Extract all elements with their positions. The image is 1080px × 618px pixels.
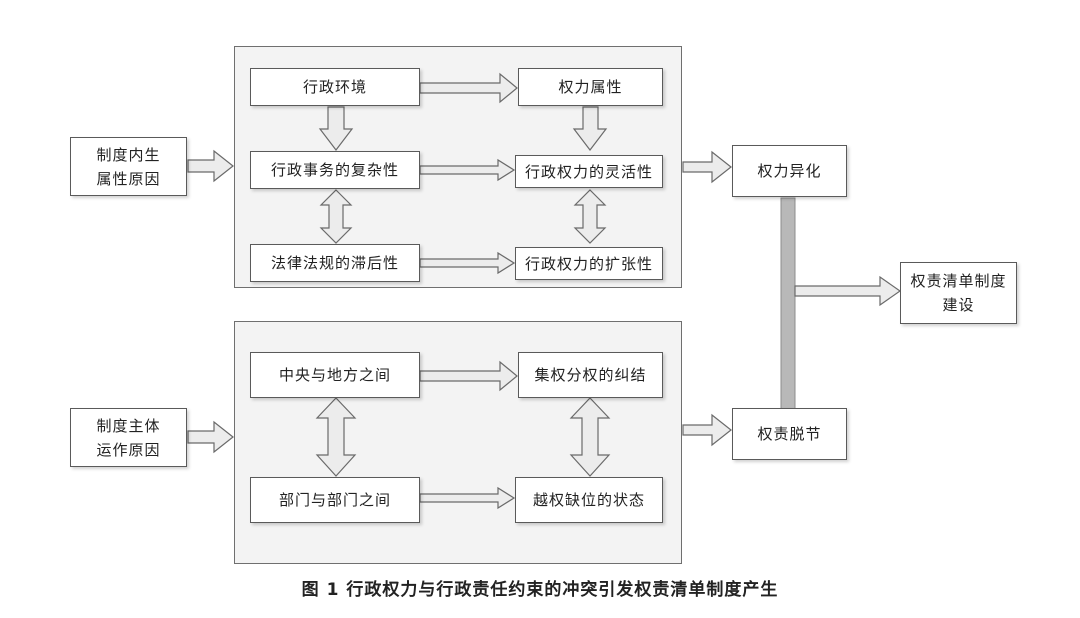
arrow-input-bottom xyxy=(187,420,234,454)
box-list-system-construction: 权责清单制度 建设 xyxy=(900,262,1017,324)
arrow-double-left-top xyxy=(319,189,353,244)
box-power-expansion: 行政权力的扩张性 xyxy=(515,247,663,280)
box-law-lag: 法律法规的滞后性 xyxy=(250,244,420,282)
arrow-dept-to-overstep xyxy=(419,486,516,510)
arrow-bottom-panel-to-disconnect xyxy=(682,413,732,447)
arrow-env-to-power xyxy=(419,72,518,104)
figure-caption: 图 1 行政权力与行政责任约束的冲突引发权责清单制度产生 xyxy=(301,580,779,600)
arrow-lag-to-expansion xyxy=(419,251,516,275)
input-internal-line-1: 制度内生 xyxy=(96,145,161,164)
arrow-double-right-top xyxy=(573,189,607,244)
arrow-env-down xyxy=(318,106,354,151)
box-dept-dept: 部门与部门之间 xyxy=(250,477,420,523)
input-box-subject: 制度主体 运作原因 xyxy=(70,408,187,467)
arrow-to-final xyxy=(794,275,902,307)
arrow-central-to-centralization xyxy=(419,360,518,392)
vertical-connector xyxy=(780,197,796,411)
input-box-internal: 制度内生 属性原因 xyxy=(70,137,187,196)
arrow-input-top xyxy=(187,149,234,183)
box-affairs-complexity: 行政事务的复杂性 xyxy=(250,151,420,189)
box-power-alienation: 权力异化 xyxy=(732,145,847,197)
input-subject-line-2: 运作原因 xyxy=(96,440,161,459)
box-admin-environment: 行政环境 xyxy=(250,68,420,106)
arrow-double-left-bottom xyxy=(315,397,357,477)
box-overstep-absence: 越权缺位的状态 xyxy=(515,477,663,523)
box-centralization-tangle: 集权分权的纠结 xyxy=(518,352,663,398)
box-power-responsibility-disconnect: 权责脱节 xyxy=(732,408,847,460)
box-power-flexibility: 行政权力的灵活性 xyxy=(515,155,663,188)
box-central-local: 中央与地方之间 xyxy=(250,352,420,398)
input-subject-line-1: 制度主体 xyxy=(96,416,161,435)
arrow-top-panel-to-alienation xyxy=(682,150,732,184)
arrow-power-down xyxy=(572,106,608,151)
arrow-double-right-bottom xyxy=(569,397,611,477)
box-power-attribute: 权力属性 xyxy=(518,68,663,106)
final-line-2: 建设 xyxy=(942,296,975,314)
input-internal-line-2: 属性原因 xyxy=(96,169,161,188)
arrow-complexity-to-flexibility xyxy=(419,158,516,182)
final-line-1: 权责清单制度 xyxy=(910,272,1007,290)
